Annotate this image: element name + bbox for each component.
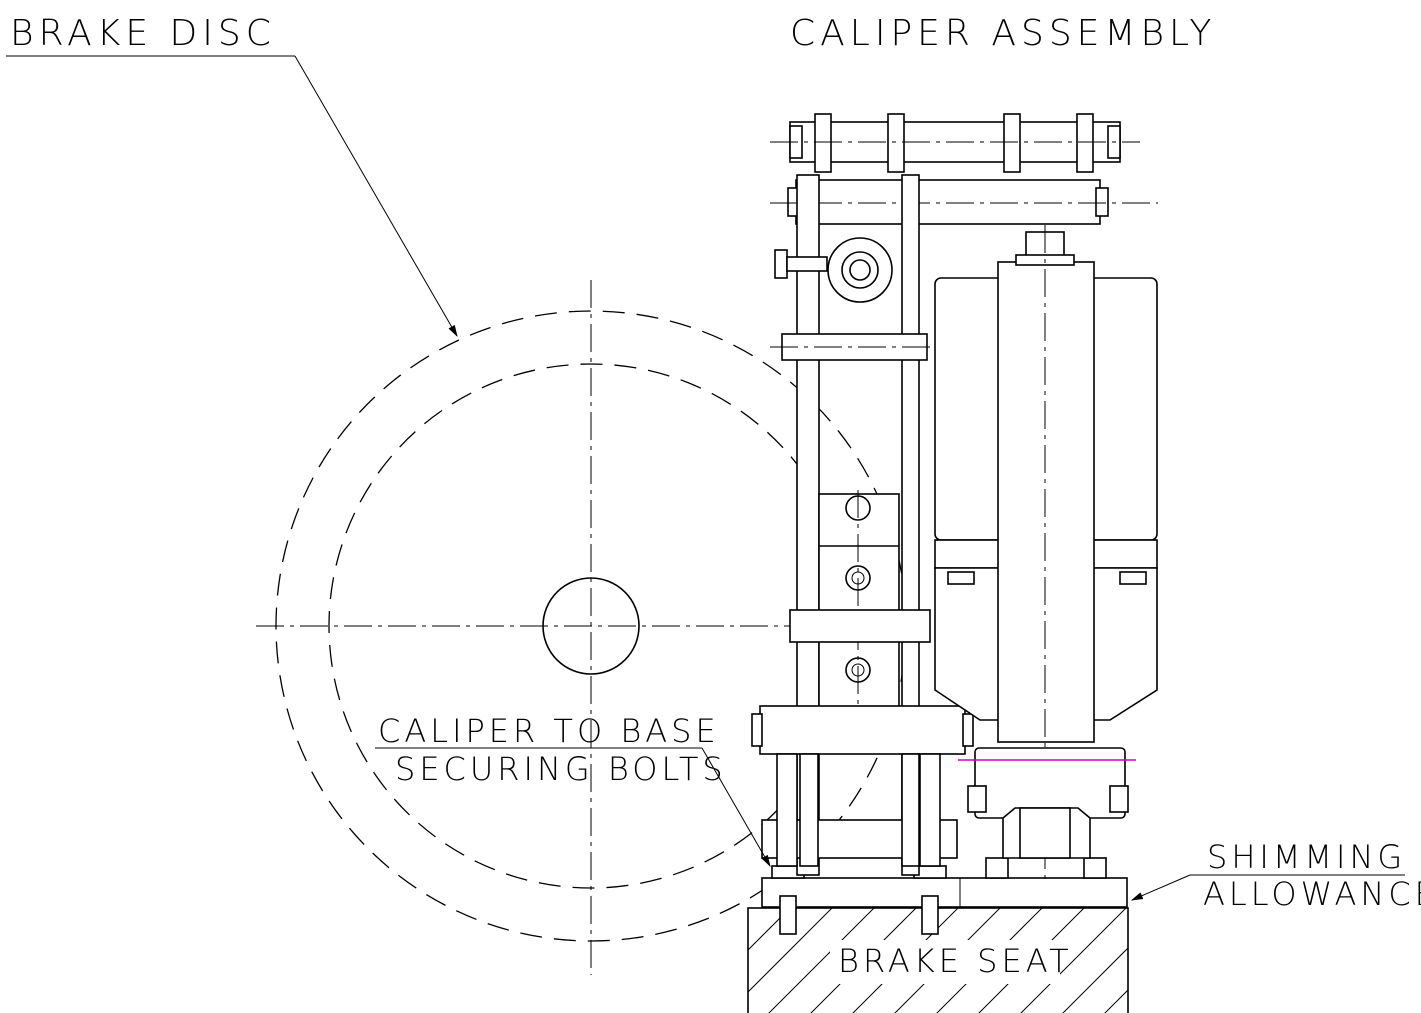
brake-disc-leader bbox=[294, 55, 458, 338]
label-brake-seat: BRAKE SEAT bbox=[838, 942, 1073, 980]
label-caliper-assembly: CALIPER ASSEMBLY bbox=[790, 13, 1216, 54]
brake-disc-label: BRAKE DISC bbox=[10, 13, 276, 54]
caliper-frame bbox=[751, 113, 1158, 876]
securing-bolts-label-line2: SECURING BOLTS bbox=[395, 750, 727, 788]
thruster-ram bbox=[997, 261, 1095, 743]
securing-bolts-label-line1: CALIPER TO BASE bbox=[378, 712, 720, 750]
base-plate-rect bbox=[761, 877, 1128, 908]
second-shaft bbox=[795, 179, 1101, 225]
securing-bolt-right bbox=[921, 895, 939, 935]
label-securing-bolts: CALIPER TO BASE SECURING BOLTS bbox=[375, 712, 771, 868]
base-plate bbox=[761, 857, 1128, 935]
label-brake-disc: BRAKE DISC bbox=[6, 13, 458, 338]
shimming-label-line2: ALLOWANCE bbox=[1203, 875, 1421, 913]
pad-pin-bolt bbox=[789, 609, 931, 643]
securing-bolt-left bbox=[779, 895, 797, 935]
brake-seat bbox=[747, 907, 1129, 1013]
caliper-assembly-label: CALIPER ASSEMBLY bbox=[790, 13, 1216, 54]
adjuster-knob bbox=[774, 249, 788, 279]
lower-cross-shaft bbox=[759, 705, 966, 755]
shimming-label-line1: SHIMMING bbox=[1207, 838, 1406, 876]
shimming-leader bbox=[1130, 874, 1191, 901]
label-shimming-allowance: SHIMMING ALLOWANCE bbox=[1130, 838, 1421, 913]
brake-seat-label: BRAKE SEAT bbox=[838, 942, 1073, 980]
thruster-actuator bbox=[934, 225, 1158, 880]
securing-bolts-leader bbox=[701, 747, 771, 868]
